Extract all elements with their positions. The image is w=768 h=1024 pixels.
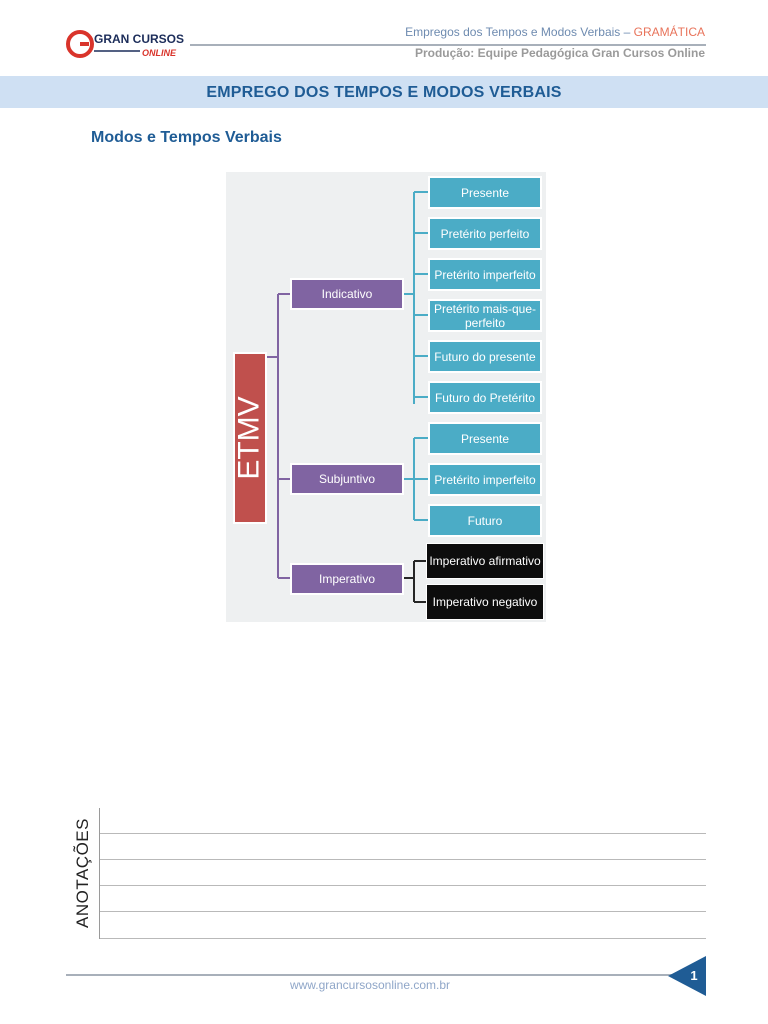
svg-text:GRAN CURSOS: GRAN CURSOS — [94, 32, 184, 46]
tense-imperativo-negativo: Imperativo negativo — [426, 584, 544, 620]
tense-imperativo-afirmativo: Imperativo afirmativo — [426, 543, 544, 579]
title-banner — [0, 76, 768, 108]
footer-divider — [66, 974, 678, 976]
svg-text:ONLINE: ONLINE — [142, 48, 177, 58]
mode-indicativo: Indicativo — [290, 278, 404, 310]
diagram-root-etmv: ETMV — [233, 352, 267, 524]
annotation-line — [100, 859, 706, 860]
header-production: Produção: Equipe Pedagógica Gran Cursos … — [414, 46, 705, 60]
annotations-label-box: ANOTAÇÕES — [66, 808, 100, 938]
mode-subjuntivo: Subjuntivo — [290, 463, 404, 495]
header-subject: GRAMÁTICA — [633, 25, 705, 39]
tense-indicativo-preterito-imperfeito: Pretérito imperfeito — [428, 258, 542, 291]
tense-indicativo-mais-que-perfeito: Pretérito mais-que-perfeito — [428, 299, 542, 332]
tense-subjuntivo-futuro: Futuro — [428, 504, 542, 537]
gran-cursos-logo: GRAN CURSOS ONLINE — [66, 30, 184, 58]
annotation-line — [100, 938, 706, 939]
annotation-line — [100, 911, 706, 912]
page-number: 1 — [690, 968, 697, 983]
tense-subjuntivo-presente: Presente — [428, 422, 542, 455]
tense-indicativo-futuro-presente: Futuro do presente — [428, 340, 542, 373]
section-title: Modos e Tempos Verbais — [91, 129, 282, 146]
annotations-divider — [99, 808, 100, 939]
page-number-badge: 1 — [668, 956, 706, 996]
mode-imperativo: Imperativo — [290, 563, 404, 595]
tense-indicativo-futuro-preterito: Futuro do Pretérito — [428, 381, 542, 414]
footer-url[interactable]: www.grancursosonline.com.br — [289, 978, 451, 992]
page-title: EMPREGO DOS TEMPOS E MODOS VERBAIS — [206, 84, 562, 101]
tense-subjuntivo-preterito-imperfeito: Pretérito imperfeito — [428, 463, 542, 496]
header-title: Empregos dos Tempos e Modos Verbais – GR… — [405, 25, 705, 39]
tense-indicativo-presente: Presente — [428, 176, 542, 209]
verb-modes-diagram: ETMV Indicativo Subjuntivo Imperativo Pr… — [226, 172, 546, 622]
tense-indicativo-preterito-perfeito: Pretérito perfeito — [428, 217, 542, 250]
annotation-line — [100, 833, 706, 834]
annotations-label: ANOTAÇÕES — [73, 818, 92, 928]
header-divider — [190, 44, 706, 46]
annotation-line — [100, 885, 706, 886]
diagram-connectors — [266, 191, 428, 603]
